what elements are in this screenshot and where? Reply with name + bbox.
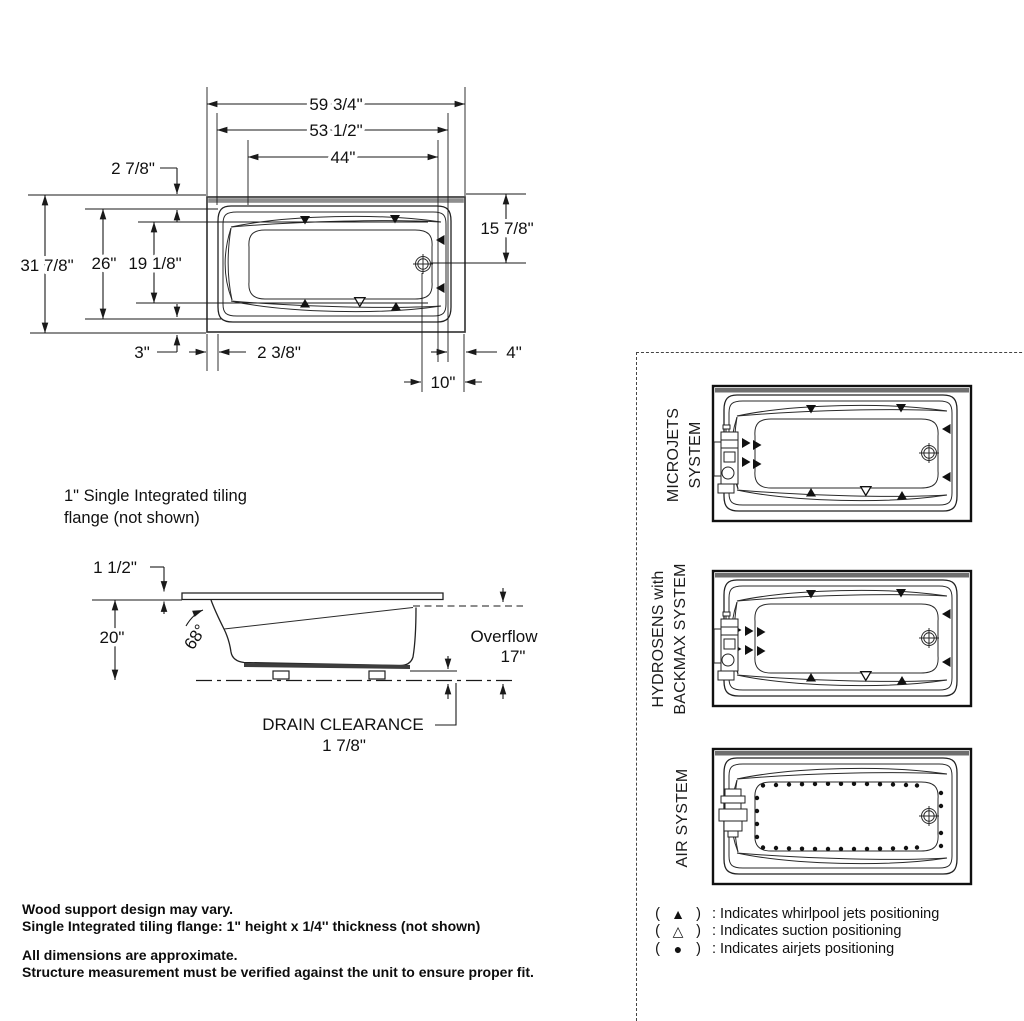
dim-angle: 68° [180,621,210,653]
paren-open: ( [655,923,660,940]
paren-open: ( [655,940,660,957]
legend-item-airjets: ( ● ) : Indicates airjets positioning [650,940,939,958]
footnote-line: Wood support design may vary. [22,901,234,917]
dim-drain-offset: 10" [431,373,456,392]
drain-clearance-label: DRAIN CLEARANCE [262,715,424,734]
tub-side-view [181,592,523,682]
airjet-dot-icon: ● [673,940,683,957]
system-label-air: AIR SYSTEM [674,768,691,868]
airjet-dots [754,781,944,852]
side-view-drawing: 20" 1 1/2" 68° Overflow 17" DRAIN CLEARA… [90,555,542,759]
support-leg [272,670,290,680]
top-view-drawing: 59 3/4" 53 1/2" 44" 15 7/8" 31 7/8" 26" … [17,87,537,396]
tub-top-view [206,196,466,333]
legend-text: : Indicates whirlpool jets positioning [712,905,940,922]
suction-icon: △ [672,922,684,939]
overflow-value: 17" [501,647,526,666]
dim-width-19: 19 1/8" [128,254,181,273]
dimension-labels: 59 3/4" 53 1/2" 44" 15 7/8" 31 7/8" 26" … [17,92,537,396]
legend-item-suction: ( △ ) : Indicates suction positioning [650,923,939,941]
support-leg [368,670,386,680]
wood-support [244,663,410,669]
footnote-line: Single Integrated tiling flange: 1" heig… [22,917,481,934]
hydrosens-system-drawing [711,569,973,708]
legend-text: : Indicates airjets positioning [712,940,895,957]
paren-open: ( [655,905,660,922]
air-system-drawing [711,747,973,886]
drain-clearance-value: 1 7/8" [322,736,366,755]
legend-item-whirlpool: ( ▲ ) : Indicates whirlpool jets positio… [650,905,939,923]
dim-top-offset: 2 7/8" [111,159,155,178]
dim-left-offset: 2 3/8" [257,343,301,362]
overflow-label: Overflow [470,627,538,646]
paren-close: ) [696,940,701,957]
system-label-hydrosens: HYDROSENS with BACKMAX SYSTEM [650,563,689,715]
dim-rim-thickness: 1 1/2" [93,558,137,577]
dim-length-53: 53 1/2" [309,121,362,140]
tiling-flange-band [208,198,464,203]
legend-text: : Indicates suction positioning [712,923,902,940]
paren-close: ) [696,923,701,940]
side-dimension-lines [92,566,507,726]
dim-width-26: 26" [92,254,117,273]
dim-bottom-offset: 3" [134,343,150,362]
dim-overall-length: 59 3/4" [309,95,362,114]
dim-right-offset: 4" [506,343,522,362]
systems-panel [636,352,1024,1021]
system-label-microjets: MICROJETS SYSTEM [665,407,704,503]
legend: ( ▲ ) : Indicates whirlpool jets positio… [650,905,939,958]
footnotes: Wood support design may vary. Single Int… [22,901,534,980]
whirlpool-jet-icon: ▲ [671,905,685,922]
footnote-line: Structure measurement must be verified a… [22,963,534,980]
dim-height: 20" [100,628,125,647]
dim-overall-width: 31 7/8" [20,256,73,275]
side-dimension-labels: 20" 1 1/2" 68° Overflow 17" DRAIN CLEARA… [90,555,542,759]
microjets-system-drawing [711,384,973,523]
dimension-lines [28,87,526,392]
dim-right-width: 15 7/8" [480,219,533,238]
paren-close: ) [696,905,701,922]
tiling-flange-note: 1" Single Integrated tiling flange (not … [64,487,247,527]
footnote-line: All dimensions are approximate. [22,947,238,963]
dim-length-44: 44" [331,148,356,167]
